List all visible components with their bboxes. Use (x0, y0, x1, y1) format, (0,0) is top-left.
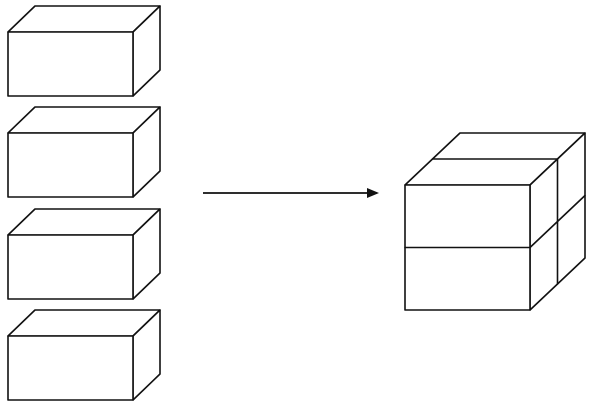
block-2 (7, 106, 161, 198)
block-4 (7, 309, 161, 401)
block-front-face (7, 335, 134, 401)
assembled-side-horizontal-divider (529, 194, 586, 249)
left-block-stack (7, 5, 161, 401)
assembled-block (404, 132, 586, 311)
block-front-face (7, 234, 134, 300)
block-1 (7, 5, 161, 97)
block-front-face (7, 132, 134, 198)
block-3 (7, 208, 161, 300)
block-front-face (7, 31, 134, 97)
